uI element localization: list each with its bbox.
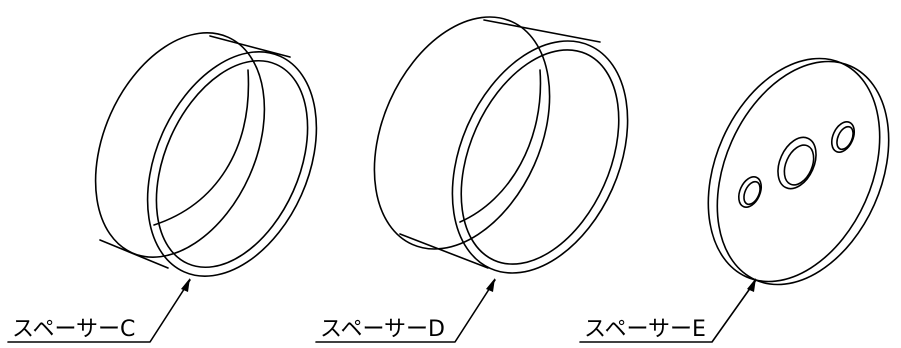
spacer-c-drawing	[94, 32, 318, 277]
spacer-d-leader-line	[315, 279, 496, 343]
spacer-d-back-rim	[373, 16, 551, 250]
spacer-e-hole-center	[777, 136, 817, 190]
spacer-e-hole-center-inner	[783, 144, 815, 186]
spacer-e-label: スペーサーE	[584, 317, 706, 342]
spacer-e-hole-right	[830, 121, 856, 153]
spacer-d-bottom-edge	[399, 233, 489, 269]
spacer-e-hole-left	[737, 176, 763, 208]
spacer-d-leader-arrow	[486, 278, 495, 292]
spacer-c-back-rim	[94, 32, 266, 258]
spacer-d-top-edge	[483, 19, 601, 43]
spacer-c-label: スペーサーC	[12, 317, 135, 342]
spacer-e-hole-left-inner	[743, 180, 761, 206]
spacer-d-front-rim-outer	[451, 40, 629, 274]
spacer-e-drawing	[707, 57, 890, 286]
spacer-e-leader-arrow	[747, 278, 756, 292]
spacer-d-callout: スペーサーD	[315, 278, 496, 343]
spacer-d-label: スペーサーD	[320, 317, 445, 342]
spacer-c-callout: スペーサーC	[7, 278, 191, 343]
spacer-e-front-face	[716, 60, 890, 286]
spacer-e-leader-line	[579, 279, 757, 343]
spacer-d-inner-wall	[459, 69, 542, 223]
spacer-c-top-edge	[209, 35, 291, 58]
spacer-c-leader-line	[7, 279, 191, 343]
spacer-d-front-rim-inner	[460, 49, 620, 265]
spacer-c-front-rim-outer	[146, 51, 318, 277]
spacer-e-callout: スペーサーE	[579, 278, 757, 343]
spacer-c-leader-arrow	[181, 278, 190, 292]
spacer-c-front-rim-inner	[155, 59, 309, 269]
spacer-c-inner-wall	[153, 69, 250, 226]
spacer-c-bottom-edge	[99, 239, 169, 269]
spacer-e-hole-right-inner	[836, 125, 854, 151]
spacer-d-drawing	[373, 16, 629, 274]
